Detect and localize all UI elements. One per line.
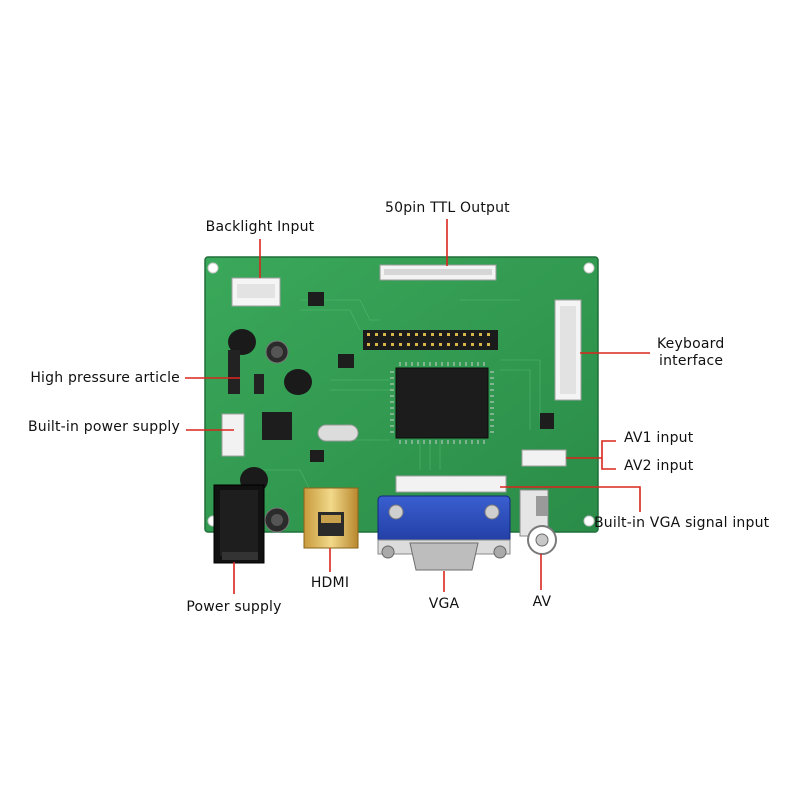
capacitors <box>264 340 290 533</box>
label-av1-input: AV1 input <box>624 430 694 446</box>
leader-lines <box>185 219 650 594</box>
label-builtin-vga-signal-input: Built-in VGA signal input <box>594 515 770 531</box>
pin-header <box>363 330 498 350</box>
keyboard-connector <box>554 299 582 401</box>
label-backlight-input: Backlight Input <box>205 219 315 235</box>
label-power-supply: Power supply <box>186 599 282 615</box>
crystal <box>317 424 359 442</box>
label-av: AV <box>532 594 552 610</box>
label-keyboard-interface-line2: interface <box>659 353 724 369</box>
side-power-connector <box>221 413 245 457</box>
backlight-connector <box>231 277 281 307</box>
av-rca-connector <box>519 489 557 555</box>
label-high-pressure-article: High pressure article <box>30 370 180 386</box>
label-ttl-output: 50pin TTL Output <box>385 200 510 216</box>
label-hdmi: HDMI <box>310 575 350 591</box>
dc-power-jack <box>213 484 265 564</box>
inductor <box>228 329 312 493</box>
av-header-connector <box>521 449 567 467</box>
main-chip <box>390 362 494 444</box>
vga-header-connector <box>395 475 507 493</box>
label-av2-input: AV2 input <box>624 458 694 474</box>
hdmi-connector <box>303 487 359 549</box>
vga-connector <box>377 495 511 571</box>
label-vga: VGA <box>428 596 460 612</box>
label-builtin-power-supply: Built-in power supply <box>27 419 180 435</box>
label-keyboard-interface-line1: Keyboard <box>657 336 725 352</box>
small-ics <box>262 292 554 462</box>
ttl-output-connector <box>379 264 497 281</box>
